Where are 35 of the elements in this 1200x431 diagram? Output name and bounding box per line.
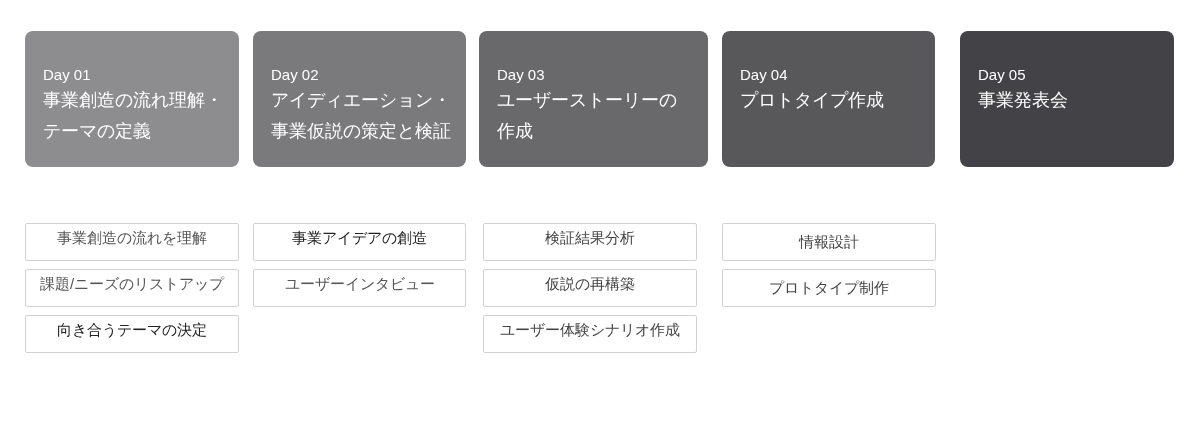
task-card bbox=[25, 223, 239, 261]
task-card bbox=[253, 269, 466, 307]
day-title: 事業発表会 bbox=[978, 89, 1068, 112]
task-card bbox=[253, 223, 466, 261]
day-card bbox=[960, 31, 1174, 167]
task-card bbox=[483, 223, 697, 261]
day-title: ユーザーストーリーの作成 bbox=[497, 89, 678, 143]
task-text: ユーザー体験シナリオ作成 bbox=[500, 321, 680, 338]
day-card bbox=[479, 31, 708, 167]
day-card bbox=[25, 31, 239, 167]
day-number: Day 05 bbox=[978, 65, 1026, 85]
task-card bbox=[25, 269, 239, 307]
task-text: 事業創造の流れを理解 bbox=[57, 229, 207, 246]
task-text: 向き合うテーマの決定 bbox=[57, 321, 207, 338]
day-card bbox=[722, 31, 935, 167]
task-text: ユーザーインタビュー bbox=[284, 275, 435, 292]
task-text: 事業アイデアの創造 bbox=[292, 229, 427, 246]
day-card bbox=[253, 31, 466, 167]
task-text: プロトタイプ制作 bbox=[769, 279, 889, 296]
task-card bbox=[722, 223, 936, 261]
day-number: Day 01 bbox=[43, 65, 91, 85]
task-text: 検証結果分析 bbox=[545, 229, 635, 246]
day-number: Day 04 bbox=[740, 65, 788, 85]
task-text: 仮説の再構築 bbox=[545, 275, 635, 292]
day-title: 事業創造の流れ理解・テーマの定義 bbox=[43, 89, 224, 143]
day-title: プロトタイプ作成 bbox=[740, 89, 884, 112]
day-title: アイディエーション・事業仮説の策定と検証 bbox=[271, 89, 452, 143]
task-card bbox=[25, 315, 239, 353]
task-text: 課題/ニーズのリストアップ bbox=[39, 275, 225, 292]
task-card bbox=[722, 269, 936, 307]
task-card bbox=[483, 315, 697, 353]
day-number: Day 02 bbox=[271, 65, 319, 85]
task-card bbox=[483, 269, 697, 307]
day-number: Day 03 bbox=[497, 65, 545, 85]
task-text: 情報設計 bbox=[799, 233, 859, 250]
